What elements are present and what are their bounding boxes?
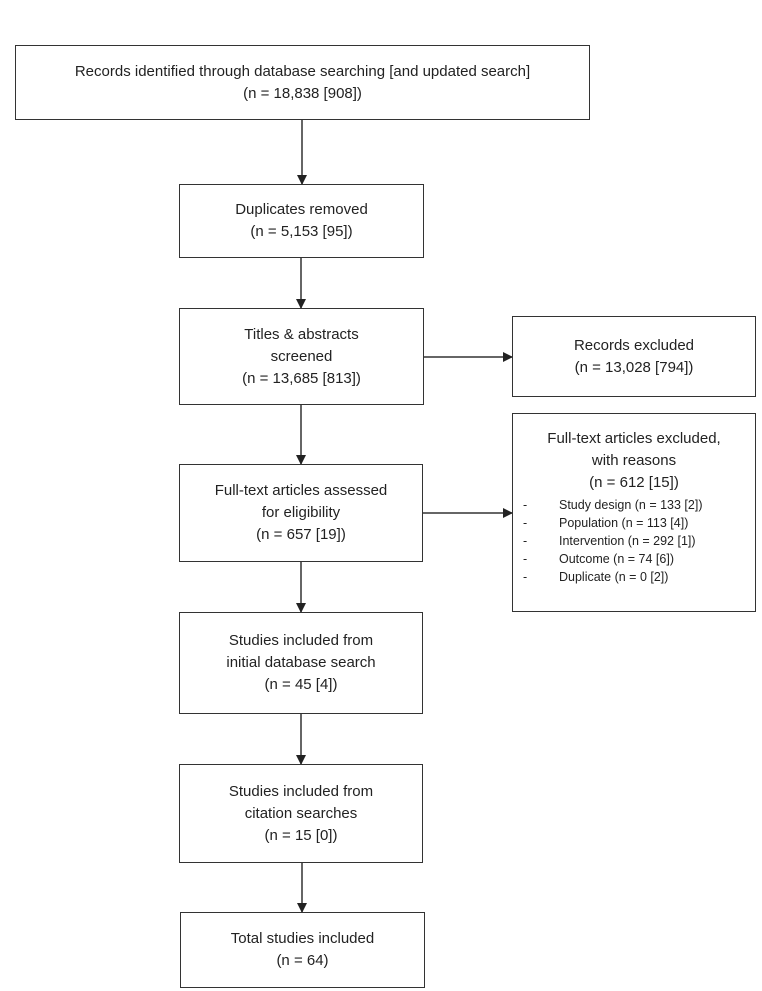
box-count: (n = 64)	[276, 952, 329, 969]
box-label: screened	[270, 347, 333, 365]
total-studies-included-box: Total studies included (n = 64)	[180, 912, 425, 988]
bullet-dash: -	[523, 570, 528, 584]
bullet-dash: -	[523, 516, 528, 530]
box-count: (n = 18,838 [908])	[243, 84, 362, 102]
titles-abstracts-screened-box: Titles & abstracts screened (n = 13,685 …	[179, 308, 424, 405]
reason-item: - Intervention (n = 292 [1])	[513, 532, 703, 550]
box-count: (n = 657 [19])	[256, 526, 346, 543]
records-excluded-box: Records excluded (n = 13,028 [794])	[512, 316, 756, 397]
box-label: Full-text articles assessed	[214, 482, 388, 499]
box-count: (n = 13,028 [794])	[574, 358, 694, 376]
box-label: Studies included from	[228, 782, 374, 800]
reason-item: - Population (n = 113 [4])	[513, 514, 703, 532]
box-label: citation searches	[244, 804, 358, 822]
bullet-dash: -	[523, 534, 528, 548]
box-label: Records excluded	[573, 336, 695, 354]
fulltext-excluded-box: Full-text articles excluded, with reason…	[512, 413, 756, 612]
box-count: (n = 612 [15])	[589, 474, 679, 491]
reason-item: - Duplicate (n = 0 [2])	[513, 568, 703, 586]
reason-text: Population (n = 113 [4])	[559, 516, 689, 530]
box-count: (n = 13,685 [813])	[242, 369, 361, 387]
reason-text: Duplicate (n = 0 [2])	[559, 570, 669, 584]
studies-included-citation-box: Studies included from citation searches …	[179, 764, 423, 863]
box-label: Full-text articles excluded,	[547, 430, 721, 447]
box-count: (n = 45 [4])	[264, 676, 338, 693]
duplicates-removed-box: Duplicates removed (n = 5,153 [95])	[179, 184, 424, 258]
box-label: initial database search	[226, 654, 376, 671]
box-count: (n = 15 [0])	[264, 826, 338, 844]
box-label: with reasons	[591, 452, 677, 469]
box-label: Duplicates removed	[235, 201, 368, 218]
box-count: (n = 5,153 [95])	[250, 223, 353, 240]
fulltext-assessed-box: Full-text articles assessed for eligibil…	[179, 464, 423, 562]
exclusion-reasons-list: - Study design (n = 133 [2]) - Population …	[513, 496, 703, 586]
box-label: Studies included from	[228, 632, 374, 649]
reason-text: Outcome (n = 74 [6])	[559, 552, 674, 566]
reason-text: Study design (n = 133 [2])	[559, 498, 703, 512]
bullet-dash: -	[523, 552, 528, 566]
reason-item: - Outcome (n = 74 [6])	[513, 550, 703, 568]
bullet-dash: -	[523, 498, 528, 512]
box-label: for eligibility	[261, 504, 341, 521]
box-label: Titles & abstracts	[244, 325, 359, 343]
records-identified-box: Records identified through database sear…	[15, 45, 590, 120]
reason-item: - Study design (n = 133 [2])	[513, 496, 703, 514]
reason-text: Intervention (n = 292 [1])	[559, 534, 696, 548]
box-label: Total studies included	[230, 930, 375, 947]
box-label: Records identified through database sear…	[74, 62, 531, 80]
studies-included-initial-box: Studies included from initial database s…	[179, 612, 423, 714]
